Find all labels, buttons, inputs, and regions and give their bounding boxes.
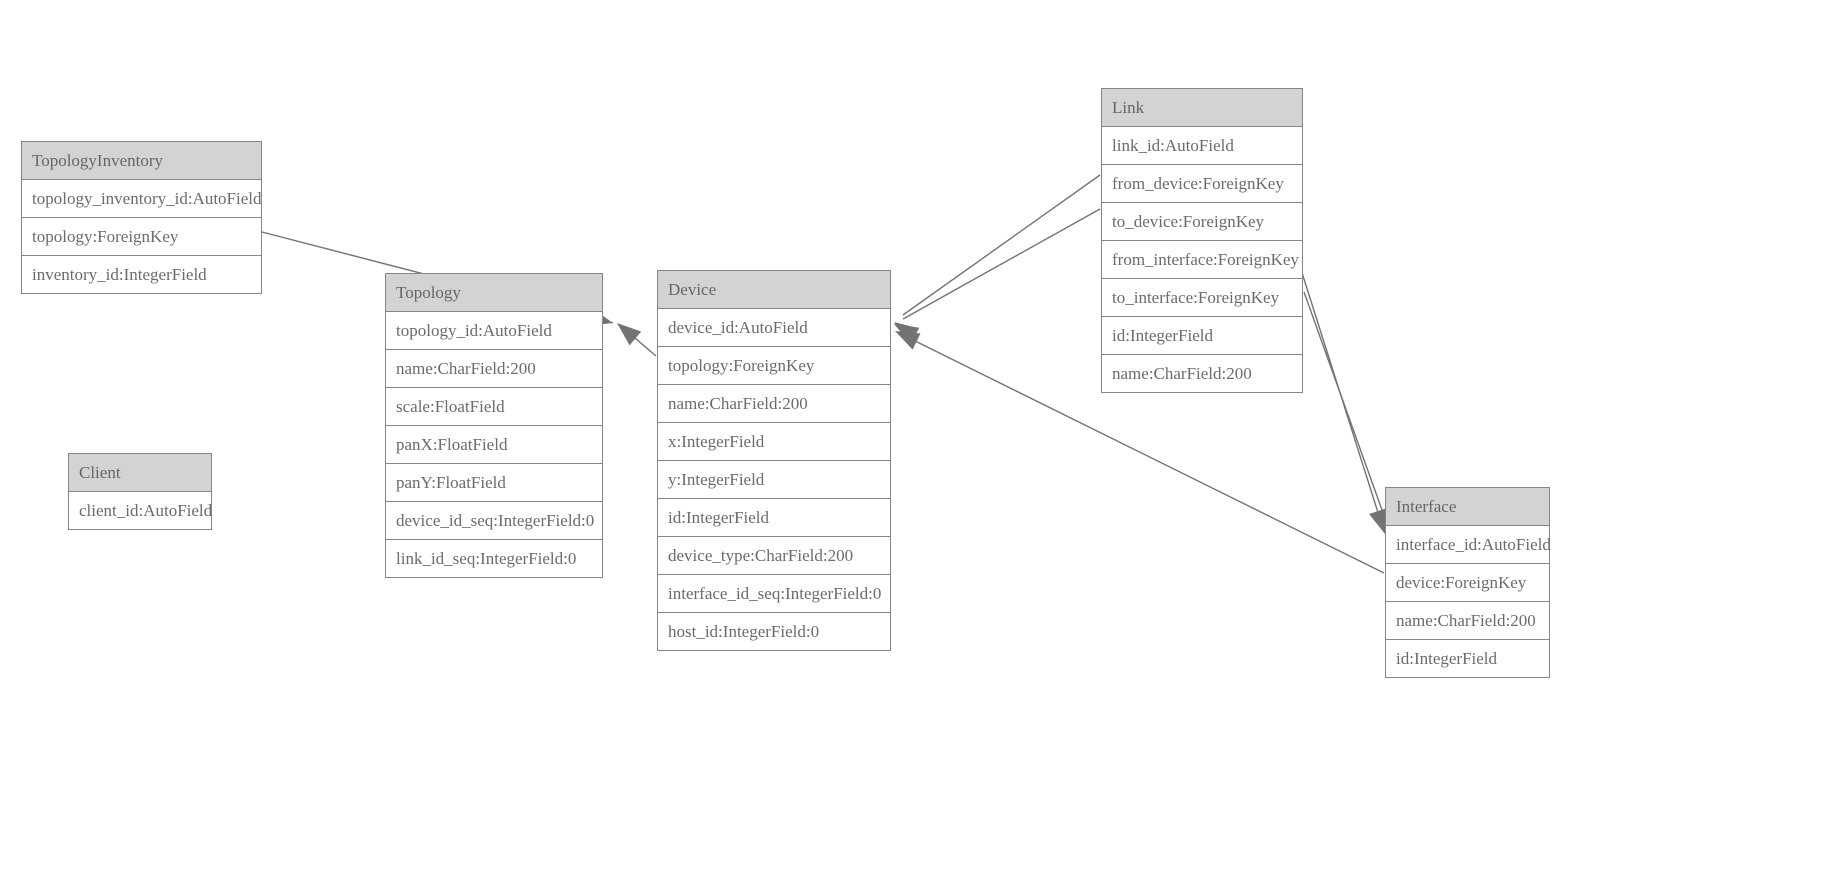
entity-field-row: interface_id:AutoField	[1386, 526, 1551, 564]
entity-field-row: interface_id_seq:IntegerField:0	[658, 575, 890, 613]
entity-field-row: from_device:ForeignKey	[1102, 165, 1302, 203]
entity-field-row: name:CharField:200	[1386, 602, 1549, 640]
relationship-device-topology	[617, 323, 657, 357]
entity-title-link: Link	[1102, 89, 1302, 127]
entity-field-row: device_id_seq:IntegerField:0	[386, 502, 602, 540]
entity-title-client: Client	[69, 454, 211, 492]
entity-field-row: from_interface:ForeignKey	[1102, 241, 1302, 279]
entity-field-row: panY:FloatField	[386, 464, 602, 502]
entity-field-row: link_id_seq:IntegerField:0	[386, 540, 602, 577]
entity-field-row: topology_inventory_id:AutoField	[22, 180, 262, 218]
entity-field-row: topology:ForeignKey	[22, 218, 261, 256]
entity-field-row: link_id:AutoField	[1102, 127, 1302, 165]
relationship-link-from_interface	[1296, 256, 1387, 534]
entity-field-row: to_device:ForeignKey	[1102, 203, 1302, 241]
entity-field-row: scale:FloatField	[386, 388, 602, 426]
relationship-arrowhead	[894, 322, 919, 344]
relationship-link-from_device	[894, 174, 1101, 344]
entity-field-row: inventory_id:IntegerField	[22, 256, 261, 293]
entity-field-row: host_id:IntegerField:0	[658, 613, 890, 650]
entity-title-topology: Topology	[386, 274, 602, 312]
entity-title-topologyinventory: TopologyInventory	[22, 142, 261, 180]
entity-field-row: device:ForeignKey	[1386, 564, 1549, 602]
entity-field-row: client_id:AutoField	[69, 492, 212, 529]
relationship-arrowhead	[895, 331, 921, 350]
entity-field-row: device_type:CharField:200	[658, 537, 890, 575]
relationship-arrowhead	[894, 324, 920, 344]
entity-field-row: topology:ForeignKey	[658, 347, 890, 385]
entity-field-row: id:IntegerField	[1102, 317, 1302, 355]
entity-field-row: name:CharField:200	[1102, 355, 1302, 392]
entity-field-row: name:CharField:200	[386, 350, 602, 388]
relationship-link-to_device	[894, 208, 1101, 344]
entity-field-row: to_interface:ForeignKey	[1102, 279, 1302, 317]
entity-title-device: Device	[658, 271, 890, 309]
entity-field-row: topology_id:AutoField	[386, 312, 602, 350]
entity-field-row: id:IntegerField	[658, 499, 890, 537]
entity-field-row: y:IntegerField	[658, 461, 890, 499]
entity-field-row: panX:FloatField	[386, 426, 602, 464]
entity-field-row: device_id:AutoField	[658, 309, 890, 347]
entity-field-row: x:IntegerField	[658, 423, 890, 461]
relationship-arrowhead	[617, 323, 642, 346]
entity-field-row: id:IntegerField	[1386, 640, 1549, 677]
entity-title-interface: Interface	[1386, 488, 1549, 526]
entity-field-row: name:CharField:200	[658, 385, 890, 423]
